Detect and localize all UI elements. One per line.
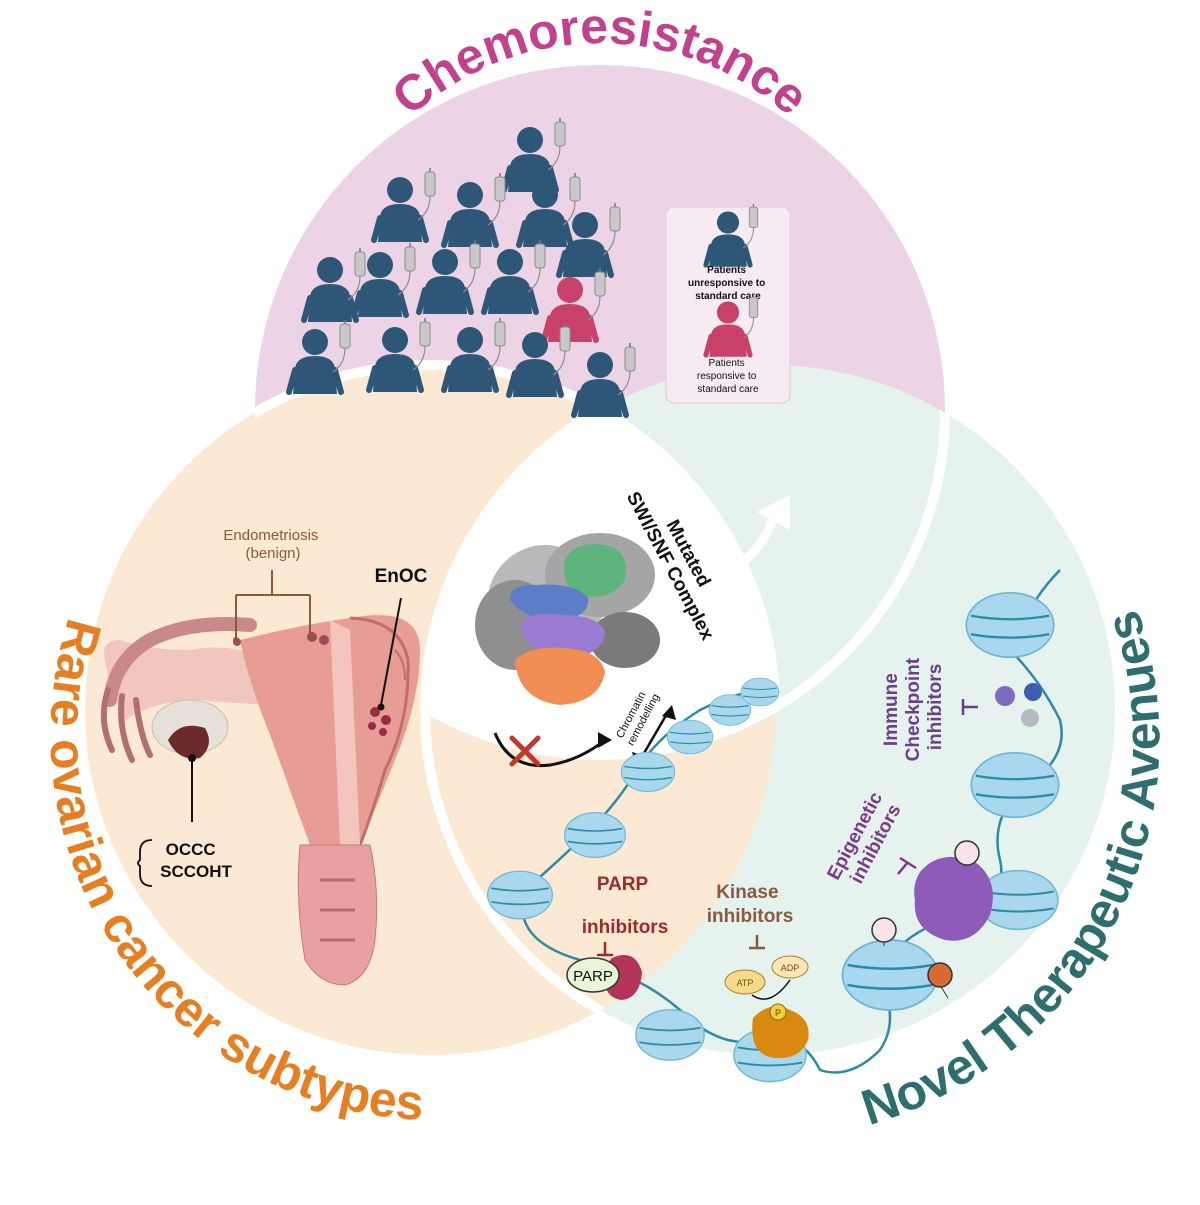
nucleosome <box>841 939 939 1011</box>
patient-crowd <box>286 118 636 418</box>
endometriosis-label: Endometriosis (benign) <box>223 527 322 562</box>
patient-unresponsive-icon <box>481 240 546 315</box>
kinase-inhibition-mark <box>749 935 765 950</box>
patient-responsive-icon <box>703 293 759 358</box>
legend-responsive-label: Patients responsive to standard care <box>697 358 759 395</box>
immune-cell-icon <box>1024 683 1042 701</box>
patient-unresponsive-icon <box>516 173 581 248</box>
parp-protein <box>566 957 620 993</box>
pointer-dot <box>307 634 313 640</box>
patient-unresponsive-icon <box>366 318 431 393</box>
bidirectional-arrow <box>638 711 670 761</box>
enoc-label: EnOC <box>375 566 428 587</box>
parp-inhibition-mark <box>597 942 613 957</box>
pointer-dot <box>377 703 385 711</box>
atp-label: ATP <box>737 978 754 988</box>
progression-arrow <box>725 510 780 575</box>
subtype-labels: OCCC SCCOHT <box>160 840 232 881</box>
histone-mark <box>954 840 980 866</box>
parp-inhibitors-label: PARP inhibitors <box>582 874 669 938</box>
blocked-arrow-head <box>598 732 612 748</box>
endometriosis-bracket <box>235 570 311 638</box>
patient-unresponsive-icon <box>416 240 481 315</box>
cross-icon <box>509 735 541 767</box>
nucleosome <box>965 591 1055 659</box>
patient-unresponsive-icon <box>556 203 621 278</box>
uterus-illustration <box>100 615 420 986</box>
patient-unresponsive-icon <box>703 203 759 268</box>
legend-unresponsive-label: Patients unresponsive to standard care <box>688 265 768 302</box>
nucleosome <box>635 1009 705 1061</box>
nucleosome <box>970 751 1060 819</box>
nucleosome <box>620 751 676 793</box>
subtype-brace <box>137 839 153 887</box>
immune-inhibition-mark <box>961 699 978 715</box>
patient-responsive-icon <box>703 293 759 358</box>
immune-checkpoint-label: Immune Checkpoint inhibitors <box>881 653 946 762</box>
pointer-dot <box>233 637 239 643</box>
patient-responsive-icon <box>541 268 606 343</box>
phosphate-label: P <box>775 1008 781 1018</box>
patient-unresponsive-icon <box>441 318 506 393</box>
patient-unresponsive-icon <box>286 320 351 395</box>
kinase-inhibitors-label: Kinase inhibitors <box>707 882 794 927</box>
progression-arrow-head <box>757 495 790 530</box>
atp-molecule <box>724 969 766 995</box>
epigenetic-inhibition-mark <box>897 856 917 875</box>
adp-molecule <box>771 955 809 979</box>
swi-snf-complex <box>475 533 660 705</box>
immune-cell-icon <box>995 686 1015 706</box>
histone-mark <box>871 917 897 943</box>
patient-legend: Patients unresponsive to standard care P… <box>665 203 791 404</box>
phosphorylation-arrow <box>751 979 791 1000</box>
patient-unresponsive-icon <box>501 118 566 193</box>
nucleosome <box>740 677 780 707</box>
phosphate-icon <box>769 1003 787 1021</box>
patient-unresponsive-icon <box>571 343 636 418</box>
epigenetic-enzyme <box>914 856 993 941</box>
kinase-enzyme <box>752 1006 809 1059</box>
patient-unresponsive-icon <box>371 168 436 243</box>
nucleosome <box>487 870 553 920</box>
blocked-arrow <box>493 732 606 768</box>
enoc-pointer <box>380 597 402 706</box>
patient-unresponsive-icon <box>351 243 416 318</box>
patient-unresponsive-icon <box>301 248 366 323</box>
histone-mark <box>927 962 953 988</box>
nucleosome <box>563 811 627 859</box>
patient-unresponsive-icon <box>441 173 506 248</box>
nucleosome <box>666 719 714 755</box>
patient-unresponsive-icon <box>506 323 571 398</box>
adp-label: ADP <box>781 963 800 973</box>
parp-protein-label: PARP <box>573 968 613 985</box>
patient-unresponsive-icon <box>703 203 759 268</box>
nucleosome <box>708 694 752 726</box>
immune-cell-icon <box>1021 709 1039 727</box>
